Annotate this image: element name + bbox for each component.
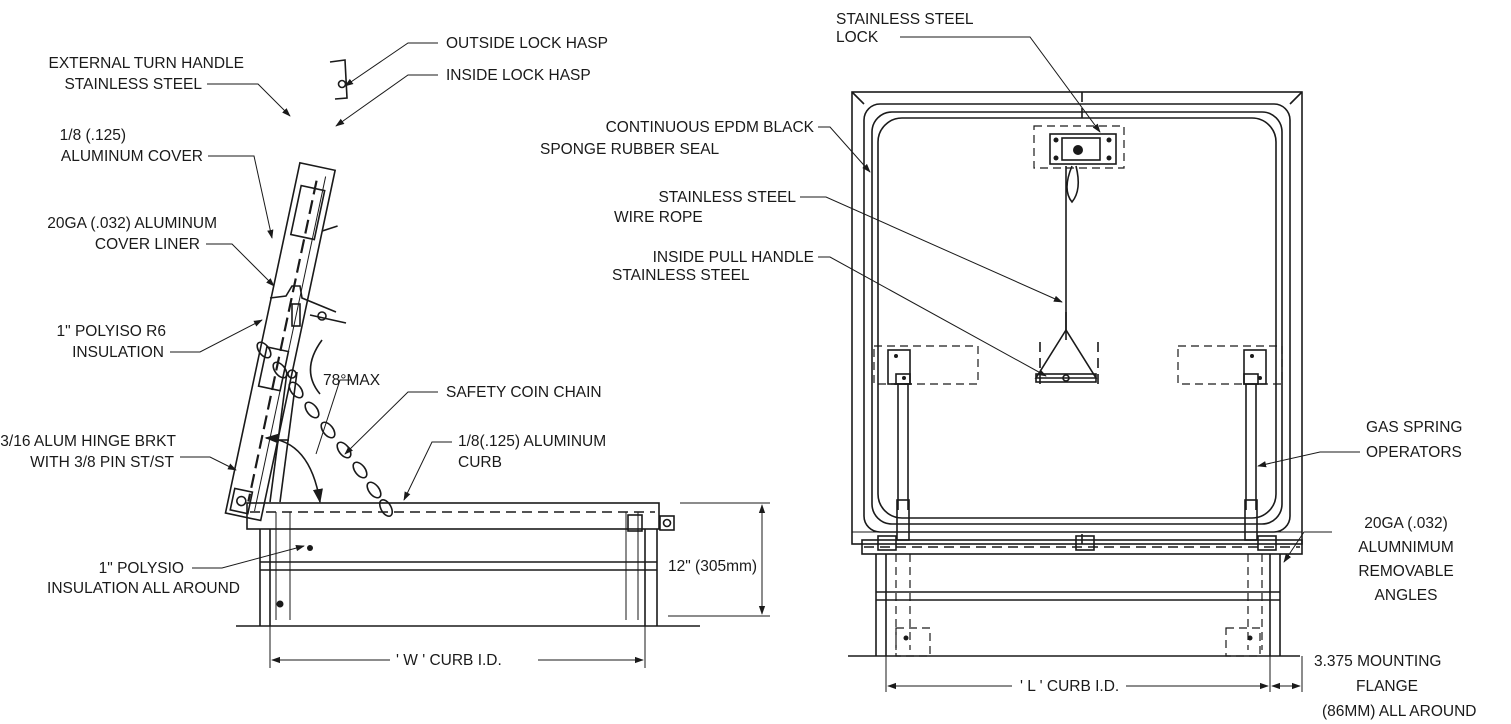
label-stainless-wire: STAINLESS STEEL — [658, 189, 796, 206]
max-angle-arc — [264, 433, 323, 504]
label-stainless-lock: STAINLESS STEEL — [836, 11, 974, 28]
plan-leaders — [800, 36, 1360, 563]
label-polyiso-r6-insulation: INSULATION — [72, 344, 164, 361]
label-operators: OPERATORS — [1366, 444, 1462, 461]
curb-plan — [861, 535, 1303, 657]
label-external-turn-handle: EXTERNAL TURN HANDLE — [48, 55, 244, 72]
label-l-dimension: ' L ' CURB I.D. — [1020, 678, 1119, 695]
length-dimension — [885, 656, 1303, 692]
gas-spring-left — [873, 345, 979, 541]
side-leaders — [170, 42, 452, 569]
label-polysio: 1" POLYSIO — [99, 560, 184, 577]
handle-and-hasps — [269, 59, 348, 395]
label-polysio-insulation: INSULATION ALL AROUND — [47, 580, 240, 597]
width-dimension — [269, 626, 646, 668]
label-inside-pull-handle: INSIDE PULL HANDLE — [653, 249, 814, 266]
label-hinge-bracket: 3/16 ALUM HINGE BRKT — [0, 433, 176, 450]
label-angles-gauge: 20GA (.032) — [1364, 515, 1448, 532]
label-angles-material: ALUMNIMUM — [1358, 539, 1454, 556]
height-dimension — [668, 502, 770, 617]
label-mounting-flange: 3.375 MOUNTING — [1314, 653, 1441, 670]
label-safety-chain: SAFETY COIN CHAIN — [446, 384, 602, 401]
label-w-dimension: ' W ' CURB I.D. — [396, 652, 502, 669]
plan-view: STAINLESS STEEL LOCK CONTINUOUS EPDM BLA… — [540, 11, 1476, 720]
label-pull-handle-material: STAINLESS STEEL — [612, 267, 750, 284]
label-inside-lock-hasp: INSIDE LOCK HASP — [446, 67, 591, 84]
side-labels: OUTSIDE LOCK HASP INSIDE LOCK HASP EXTER… — [0, 35, 757, 669]
label-aluminum-cover: ALUMINUM COVER — [61, 148, 203, 165]
label-max-angle: 78°MAX — [323, 372, 381, 389]
label-aluminum-curb-thickness: 1/8(.125) ALUMINUM — [458, 433, 606, 450]
wire-rope-and-handle — [1034, 166, 1099, 388]
label-flange: FLANGE — [1356, 678, 1418, 695]
gas-spring-right — [1177, 345, 1283, 541]
label-gas-spring: GAS SPRING — [1366, 419, 1462, 436]
label-epdm-seal: CONTINUOUS EPDM BLACK — [606, 119, 815, 136]
label-wire-rope: WIRE ROPE — [614, 209, 703, 226]
curb-side — [246, 502, 675, 626]
label-aluminum-cover-thickness: 1/8 (.125) — [60, 127, 126, 144]
label-lock: LOCK — [836, 29, 879, 46]
label-cover-liner: COVER LINER — [95, 236, 200, 253]
label-polyiso-r6: 1" POLYISO R6 — [57, 323, 166, 340]
label-external-turn-handle-material: STAINLESS STEEL — [64, 76, 202, 93]
plan-labels: STAINLESS STEEL LOCK CONTINUOUS EPDM BLA… — [540, 11, 1476, 720]
lock-plan — [1033, 125, 1125, 204]
label-flange-all-around: (86MM) ALL AROUND — [1322, 703, 1476, 720]
label-angles-removable: REMOVABLE — [1358, 563, 1453, 580]
label-outside-lock-hasp: OUTSIDE LOCK HASP — [446, 35, 608, 52]
safety-chain — [256, 341, 394, 517]
label-hinge-pin: WITH 3/8 PIN ST/ST — [30, 454, 174, 471]
label-curb-height: 12" (305mm) — [668, 558, 757, 575]
label-sponge-rubber-seal: SPONGE RUBBER SEAL — [540, 141, 720, 158]
label-aluminum-curb: CURB — [458, 454, 502, 471]
cover-frame — [851, 91, 1303, 546]
side-view: OUTSIDE LOCK HASP INSIDE LOCK HASP EXTER… — [0, 35, 770, 669]
label-cover-liner-gauge: 20GA (.032) ALUMINUM — [47, 215, 217, 232]
label-angles: ANGLES — [1375, 587, 1438, 604]
cover-open — [224, 161, 338, 522]
